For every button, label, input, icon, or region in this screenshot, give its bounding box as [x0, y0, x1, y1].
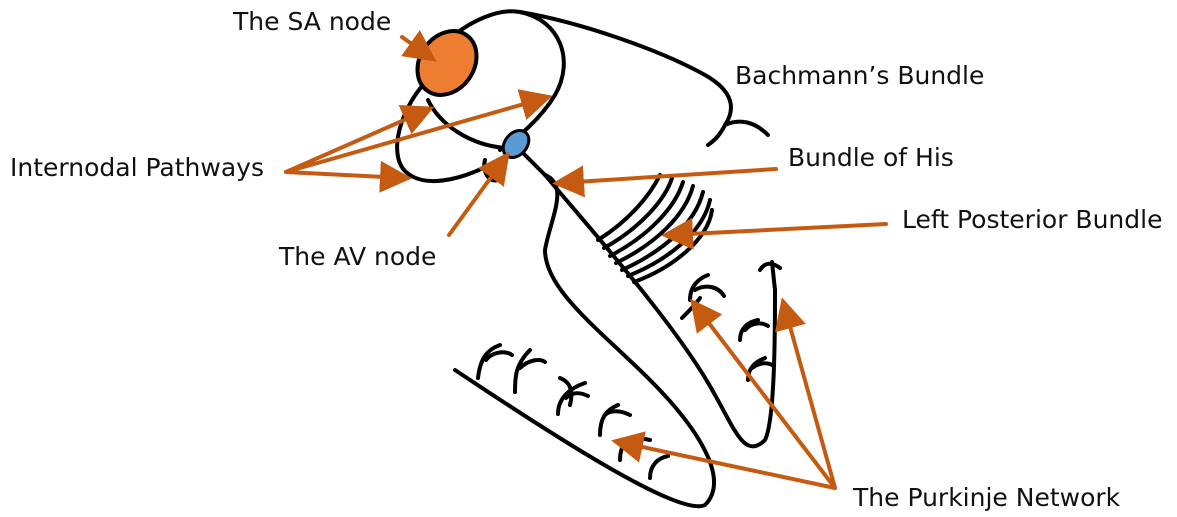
bachmanns-bundle-fork: [708, 122, 768, 145]
label-purkinje-network: The Purkinje Network: [852, 483, 1121, 512]
label-left-posterior-bundle: Left Posterior Bundle: [902, 205, 1162, 234]
bundle-of-his-arrow: [560, 169, 776, 183]
left-posterior-bundle-arrow: [669, 224, 886, 235]
left-posterior-bundle-fan: [598, 175, 712, 282]
internodal-arrow-1: [286, 110, 427, 172]
label-internodal-pathways: Internodal Pathways: [10, 153, 264, 182]
label-sa-node: The SA node: [232, 7, 391, 36]
internodal-arrow-2: [286, 98, 545, 172]
purkinje-arrow-3: [784, 305, 835, 488]
label-bachmanns-bundle: Bachmann’s Bundle: [735, 61, 984, 90]
ventricular-conduction: [455, 148, 775, 506]
internodal-arrow-3: [286, 172, 404, 178]
label-av-node: The AV node: [278, 242, 436, 271]
left-bundle-branch: [455, 175, 714, 506]
label-bundle-of-his: Bundle of His: [788, 143, 954, 172]
internodal-middle-pathway: [428, 100, 505, 148]
